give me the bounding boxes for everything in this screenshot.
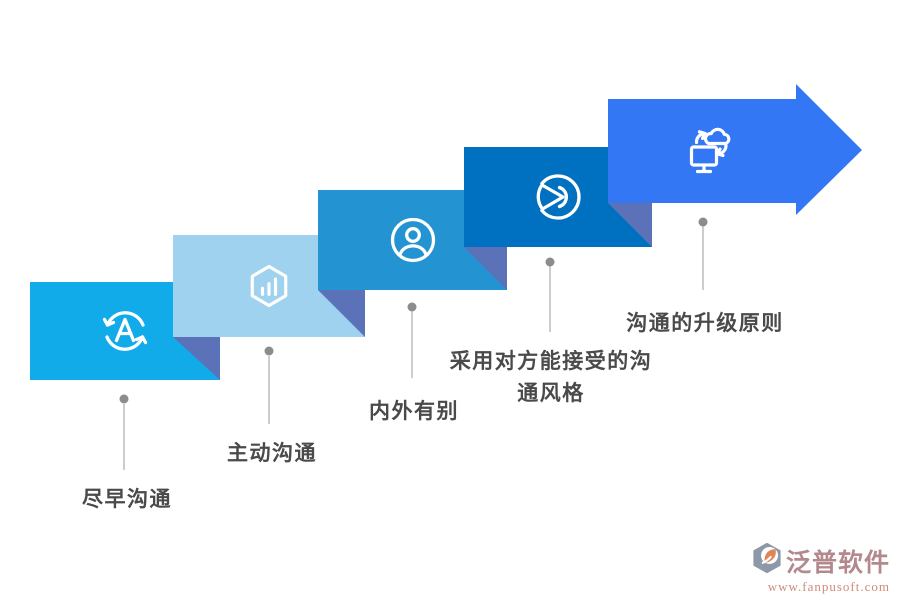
watermark-url-text: www.fanpusoft.com: [767, 579, 890, 594]
step-arrow-5: [608, 84, 862, 215]
pie-chart-icon: [530, 169, 586, 225]
watermark-brand-text: 泛普软件: [785, 549, 890, 577]
step-label-3: 内外有别: [369, 399, 459, 423]
connector-dot-3: [407, 302, 417, 312]
connector-dot-5: [698, 217, 708, 227]
fanpu-logo-icon: [750, 540, 784, 581]
step-label-1: 尽早沟通: [82, 487, 172, 511]
step-label-2: 主动沟通: [227, 441, 317, 465]
translate-sync-icon: [97, 303, 153, 359]
step-label-5: 沟通的升级原则: [626, 311, 784, 335]
connector-dot-2: [264, 346, 274, 356]
connector-dot-4: [545, 257, 555, 267]
connector-line-2: [268, 356, 270, 424]
connector-line-4: [549, 266, 551, 332]
connector-dot-1: [119, 394, 129, 404]
user-circle-icon: [385, 212, 441, 268]
hexagon-chart-icon: [243, 260, 295, 312]
cloud-device-sync-icon: [682, 122, 738, 178]
connector-line-3: [411, 311, 413, 378]
watermark: 泛普软件 www.fanpusoft.com: [750, 540, 890, 595]
step-label-4: 采用对方能接受的沟通风格: [449, 349, 653, 405]
connector-line-5: [702, 226, 704, 290]
connector-line-1: [123, 404, 125, 470]
